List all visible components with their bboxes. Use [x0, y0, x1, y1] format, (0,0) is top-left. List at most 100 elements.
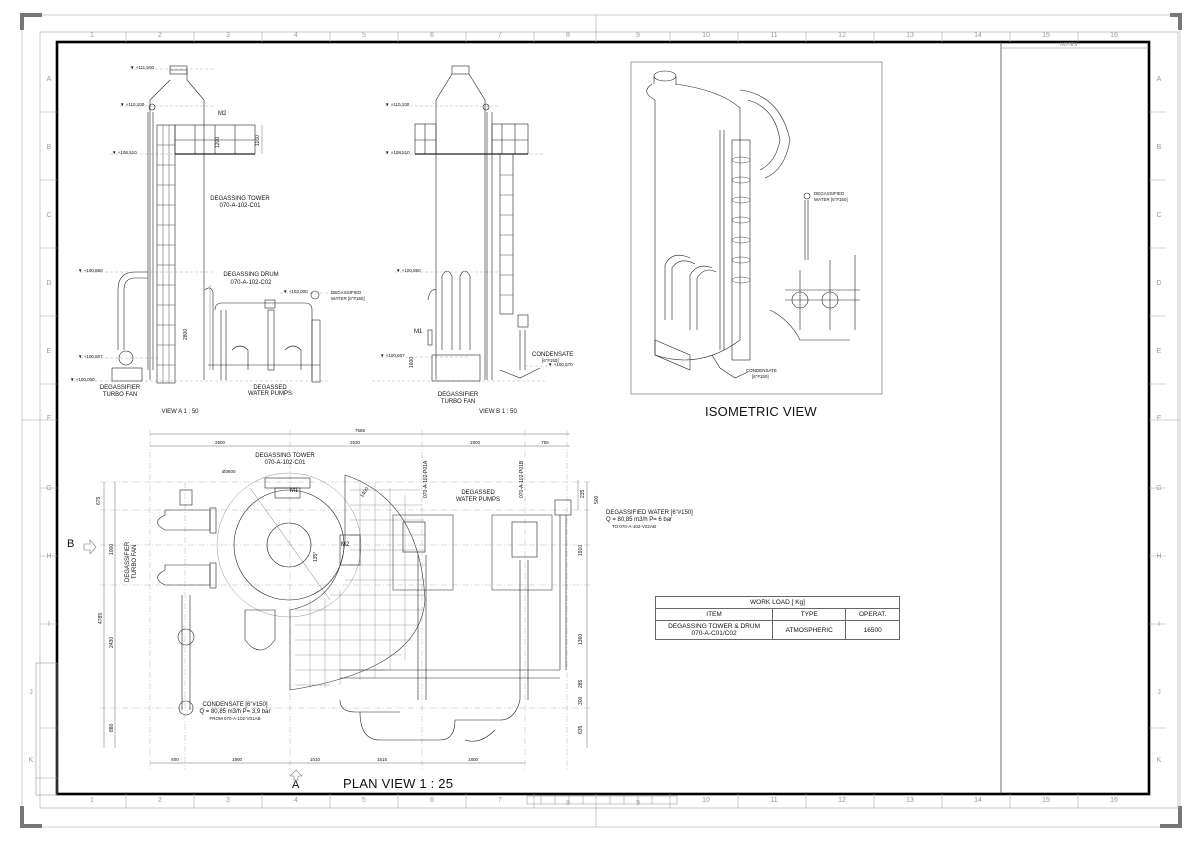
fan-label-line1: DEGASSIFIER	[437, 392, 479, 398]
left-dimension: 1000	[109, 543, 115, 555]
pumps-label-line1: DEGASSED	[253, 385, 287, 391]
dimension-1200: 1200	[215, 136, 221, 148]
elevation-marker: ▼ +100,607	[380, 353, 405, 358]
elevation-marker: ▼ +110,100	[385, 102, 410, 107]
top-dimension: 1800	[469, 440, 480, 445]
grid-row-g: G	[46, 485, 52, 492]
right-dimension: 285	[578, 679, 584, 688]
top-dimension: 2530	[349, 440, 360, 445]
grid-col-11: 11	[770, 32, 778, 39]
grid-col-9: 9	[636, 32, 640, 39]
overall-dimension: 7585	[354, 428, 365, 433]
grid-col-9-bottom: 9	[636, 800, 640, 807]
bottom-dimension: 1515	[376, 757, 387, 762]
view-b-linework	[372, 65, 570, 382]
grid-row-g-right: G	[1156, 485, 1162, 492]
iso-degassified-spec: WATER [6"#150]	[814, 197, 848, 202]
grid-col-4: 4	[294, 32, 298, 39]
elevation-marker: ▼ +108,510	[112, 150, 137, 155]
grid-col-8-bottom: 8	[566, 800, 570, 807]
grid-col-1: 1	[90, 32, 94, 39]
grid-col-6-bottom: 6	[430, 797, 434, 804]
plan-view-title: PLAN VIEW 1 : 25	[343, 776, 454, 791]
grid-col-4-bottom: 4	[294, 797, 298, 804]
grid-row-i-right: I	[1158, 621, 1160, 628]
grid-row-a-right: A	[1156, 76, 1162, 83]
grid-row-f: F	[46, 415, 52, 422]
grid-col-5: 5	[362, 32, 366, 39]
plan-pumps-label-line1: DEGASSED	[461, 490, 495, 496]
grid-row-j-right: J	[1157, 689, 1161, 696]
header-item: ITEM	[654, 608, 774, 621]
right-dimension: 500	[594, 495, 600, 504]
section-a-marker: A	[292, 779, 300, 791]
fan-label-line2: TURBO FAN	[440, 399, 476, 405]
tower-label: DEGASSING TOWER	[210, 196, 270, 202]
dimension-1600: 1600	[409, 356, 415, 368]
grid-row-j: J	[29, 689, 33, 696]
bottom-dimension: 1800	[467, 757, 478, 762]
left-total-dimension: 4785	[98, 612, 104, 624]
iso-condensate-spec: [6"#150]	[752, 374, 769, 379]
elevation-value: +103,000	[288, 289, 308, 294]
grid-col-11-bottom: 11	[770, 797, 778, 804]
plan-manhole-m2: M2	[341, 542, 350, 548]
grid-col-7-bottom: 7	[498, 797, 502, 804]
elevation-value: +100,000	[75, 377, 95, 382]
grid-row-d: D	[46, 280, 52, 287]
pump-b-tag: 070-A-102-P01B	[519, 460, 525, 498]
left-dimension: 2430	[109, 636, 115, 648]
elevation-value: +100,860	[83, 268, 103, 273]
degassified-water-label: DEGASSIFIED	[331, 290, 362, 295]
elevation-value: +108,510	[390, 150, 410, 155]
drum-label: DEGASSING DRUM	[223, 272, 279, 278]
elevation-marker: ▼ +100,000	[70, 377, 95, 382]
grid-row-k: K	[28, 757, 34, 764]
condensate-source: FROM 070-A-102-V01AB	[209, 716, 261, 721]
grid-row-e-right: E	[1156, 348, 1162, 355]
grid-row-c-right: C	[1156, 212, 1162, 219]
bottom-dimension: 600	[171, 757, 179, 762]
grid-row-a: A	[46, 76, 52, 83]
grid-col-8: 8	[566, 32, 570, 39]
grid-col-2-bottom: 2	[158, 797, 162, 804]
grid-col-12: 12	[838, 32, 846, 39]
bottom-dimension: 1900	[231, 757, 242, 762]
degassified-water-flow: Q = 80,85 m3/h P= 6 bar	[606, 517, 673, 523]
grid-col-3-bottom: 3	[226, 797, 230, 804]
grid-row-i: I	[48, 621, 50, 628]
grid-col-3: 3	[226, 32, 230, 39]
right-dimension: 635	[578, 725, 584, 734]
right-dimension: 300	[578, 696, 584, 705]
iso-condensate-label: CONDENSATE	[746, 368, 777, 373]
elevation-marker: ▼ +110,100	[120, 102, 145, 107]
grid-col-7: 7	[498, 32, 502, 39]
condensate-spec: [6"#150]	[542, 358, 559, 363]
item-tag: 070-A-C01/C02	[691, 630, 737, 637]
elevation-marker: ▼ +111,500	[130, 65, 154, 70]
right-dimension: 1910	[578, 544, 584, 556]
top-dimension: 755	[541, 440, 549, 445]
header-type: TYPE	[772, 608, 847, 621]
isometric-title: ISOMETRIC VIEW	[705, 404, 817, 419]
grid-col-15-bottom: 15	[1042, 797, 1050, 804]
header-operat: OPERAT.	[845, 608, 900, 621]
pumps-label-line2: WATER PUMPS	[247, 391, 292, 397]
work-load-table: WORK LOAD [ Kg] ITEM TYPE OPERAT. DEGASS…	[654, 596, 900, 640]
grid-row-b: B	[46, 144, 52, 151]
grid-col-13: 13	[906, 32, 914, 39]
elevation-marker: ▼ +103,000	[283, 289, 308, 294]
plan-tower-label: DEGASSING TOWER	[255, 453, 315, 459]
condensate-title: CONDENSATE [6"#150]	[202, 702, 268, 708]
grid-col-5-bottom: 5	[362, 797, 366, 804]
elevation-value: +100,860	[401, 268, 421, 273]
manhole-m1-label: M1	[414, 329, 423, 335]
grid-row-d-right: D	[1156, 280, 1162, 287]
fan-label-line2: TURBO FAN	[102, 392, 138, 398]
section-b-marker: B	[67, 538, 75, 550]
grid-col-10-bottom: 10	[702, 797, 710, 804]
grid-col-14: 14	[974, 32, 982, 39]
